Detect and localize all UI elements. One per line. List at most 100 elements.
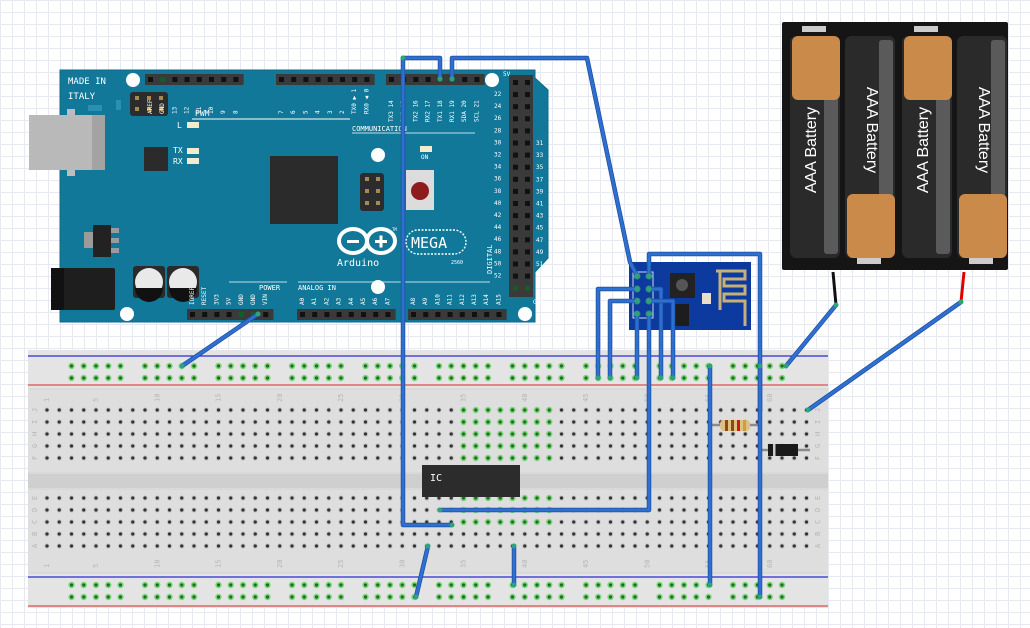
header-pin[interactable] — [513, 164, 518, 170]
wire-endpoint[interactable] — [658, 375, 664, 381]
wire-endpoint[interactable] — [634, 311, 640, 317]
header-pin[interactable] — [484, 312, 490, 317]
header-pin[interactable] — [214, 312, 220, 317]
wire-endpoint[interactable] — [634, 273, 640, 279]
header-pin[interactable] — [513, 116, 518, 122]
header-pin[interactable] — [202, 312, 208, 317]
header-pin[interactable] — [513, 188, 518, 194]
header-pin[interactable] — [361, 312, 366, 317]
header-pin[interactable] — [385, 312, 391, 317]
header-pin[interactable] — [525, 273, 530, 279]
wire-endpoint[interactable] — [783, 363, 789, 369]
header-pin[interactable] — [513, 104, 518, 110]
header-pin[interactable] — [413, 77, 419, 82]
header-pin[interactable] — [513, 237, 518, 243]
header-pin[interactable] — [513, 261, 518, 267]
header-pin[interactable] — [462, 77, 468, 82]
header-pin[interactable] — [336, 312, 342, 317]
wire-endpoint[interactable] — [449, 522, 455, 528]
header-pin[interactable] — [525, 164, 530, 170]
wire-endpoint[interactable] — [449, 76, 455, 82]
header-pin[interactable] — [472, 312, 477, 317]
header-pin[interactable] — [525, 80, 530, 85]
header-pin[interactable] — [513, 128, 518, 134]
header-pin[interactable] — [525, 261, 530, 267]
header-pin[interactable] — [303, 77, 309, 82]
wire-endpoint[interactable] — [607, 375, 613, 381]
header-pin[interactable] — [352, 77, 358, 82]
wire-endpoint[interactable] — [958, 299, 964, 305]
wire-endpoint[interactable] — [400, 55, 406, 61]
wire-endpoint[interactable] — [425, 543, 431, 549]
header-pin[interactable] — [315, 77, 321, 82]
header-pin[interactable] — [513, 285, 518, 291]
header-pin[interactable] — [184, 77, 190, 82]
header-pin[interactable] — [474, 77, 480, 82]
header-pin[interactable] — [340, 77, 345, 82]
header-pin[interactable] — [447, 312, 453, 317]
diode[interactable] — [760, 444, 810, 456]
wire[interactable] — [784, 303, 838, 368]
header-pin[interactable] — [160, 77, 166, 82]
header-pin[interactable] — [312, 312, 318, 317]
header-pin[interactable] — [172, 77, 178, 82]
wire[interactable] — [401, 56, 442, 81]
wire-endpoint[interactable] — [437, 76, 443, 82]
header-pin[interactable] — [513, 152, 518, 158]
wire-endpoint[interactable] — [707, 363, 713, 369]
header-pin[interactable] — [327, 77, 333, 82]
wire-endpoint[interactable] — [595, 375, 601, 381]
header-pin[interactable] — [496, 312, 502, 317]
header-pin[interactable] — [279, 77, 284, 82]
wire[interactable] — [806, 300, 963, 412]
wire-endpoint[interactable] — [707, 582, 713, 588]
header-pin[interactable] — [300, 312, 305, 317]
header-pin[interactable] — [525, 201, 530, 206]
header-pin[interactable] — [233, 77, 239, 82]
header-pin[interactable] — [291, 77, 297, 82]
header-pin[interactable] — [525, 249, 530, 255]
header-pin[interactable] — [525, 128, 530, 134]
header-pin[interactable] — [148, 77, 153, 82]
wire[interactable] — [450, 56, 639, 278]
header-pin[interactable] — [435, 312, 441, 317]
header-pin[interactable] — [513, 213, 518, 219]
wire[interactable] — [438, 312, 651, 512]
wire[interactable] — [401, 56, 454, 527]
header-pin[interactable] — [238, 312, 244, 317]
wire-endpoint[interactable] — [757, 363, 763, 369]
header-pin[interactable] — [196, 77, 202, 82]
resistor[interactable] — [711, 420, 760, 431]
wire[interactable] — [608, 299, 639, 380]
header-pin[interactable] — [525, 237, 530, 243]
wire-endpoint[interactable] — [634, 375, 640, 381]
header-pin[interactable] — [459, 312, 465, 317]
header-pin[interactable] — [525, 285, 530, 291]
header-pin[interactable] — [525, 188, 530, 194]
wire-endpoint[interactable] — [646, 286, 652, 292]
header-pin[interactable] — [348, 312, 354, 317]
header-pin[interactable] — [513, 176, 518, 182]
wire[interactable] — [596, 287, 639, 380]
header-pin[interactable] — [513, 80, 518, 85]
header-pin[interactable] — [525, 225, 530, 231]
wire[interactable] — [647, 252, 762, 412]
wire-endpoint[interactable] — [634, 298, 640, 304]
wire-endpoint[interactable] — [511, 543, 517, 549]
header-pin[interactable] — [513, 92, 518, 98]
header-pin[interactable] — [525, 140, 530, 146]
header-pin[interactable] — [389, 77, 394, 82]
wire-endpoint[interactable] — [646, 298, 652, 304]
header-pin[interactable] — [226, 312, 232, 317]
wire[interactable] — [414, 544, 430, 599]
header-pin[interactable] — [525, 176, 530, 182]
wire-endpoint[interactable] — [179, 363, 185, 369]
wire-endpoint[interactable] — [255, 311, 261, 317]
header-pin[interactable] — [411, 312, 416, 317]
header-pin[interactable] — [525, 92, 530, 98]
header-pin[interactable] — [513, 140, 518, 146]
header-pin[interactable] — [525, 104, 530, 110]
header-pin[interactable] — [525, 213, 530, 219]
wire-endpoint[interactable] — [437, 507, 443, 513]
